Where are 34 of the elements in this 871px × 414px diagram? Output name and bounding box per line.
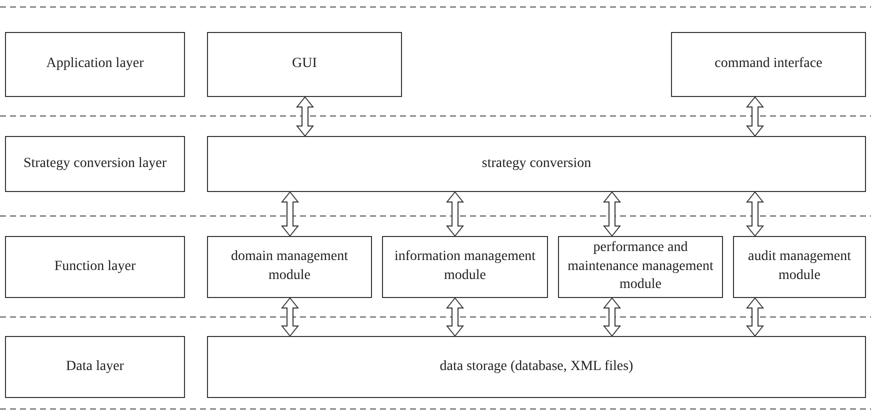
module-box	[558, 236, 723, 298]
double-arrow	[280, 191, 300, 237]
double-arrow	[602, 191, 622, 237]
layer-label-box	[5, 336, 185, 398]
layer-label-box	[5, 32, 185, 97]
module-box	[671, 32, 866, 97]
box-text: domain management module	[230, 248, 350, 285]
module-box	[733, 236, 866, 298]
box-text: audit management module	[746, 248, 852, 285]
box-text: Strategy conversion layer	[22, 154, 168, 173]
layer-label-box	[5, 136, 185, 192]
box-text: Function layer	[53, 258, 137, 276]
double-arrow	[746, 297, 764, 337]
double-arrow	[446, 297, 464, 337]
double-arrow	[446, 191, 464, 237]
module-box	[207, 336, 866, 398]
double-arrow	[746, 96, 764, 137]
module-box	[382, 236, 548, 298]
box-text: command interface	[714, 55, 824, 74]
box-text: strategy conversion	[480, 154, 592, 173]
double-arrow	[602, 297, 622, 337]
box-text: Application layer	[45, 55, 145, 74]
box-text: performance and maintenance management module	[566, 238, 714, 294]
double-arrow	[746, 191, 764, 237]
box-text: information management module	[393, 248, 537, 285]
box-text: data storage (database, XML files)	[438, 358, 634, 376]
module-box	[207, 32, 402, 97]
layer-label-box	[5, 236, 185, 298]
box-text: GUI	[291, 55, 318, 74]
module-box	[207, 136, 866, 192]
module-box	[207, 236, 372, 298]
double-arrow	[296, 96, 314, 137]
box-text: Data layer	[65, 358, 125, 376]
double-arrow	[280, 297, 300, 337]
